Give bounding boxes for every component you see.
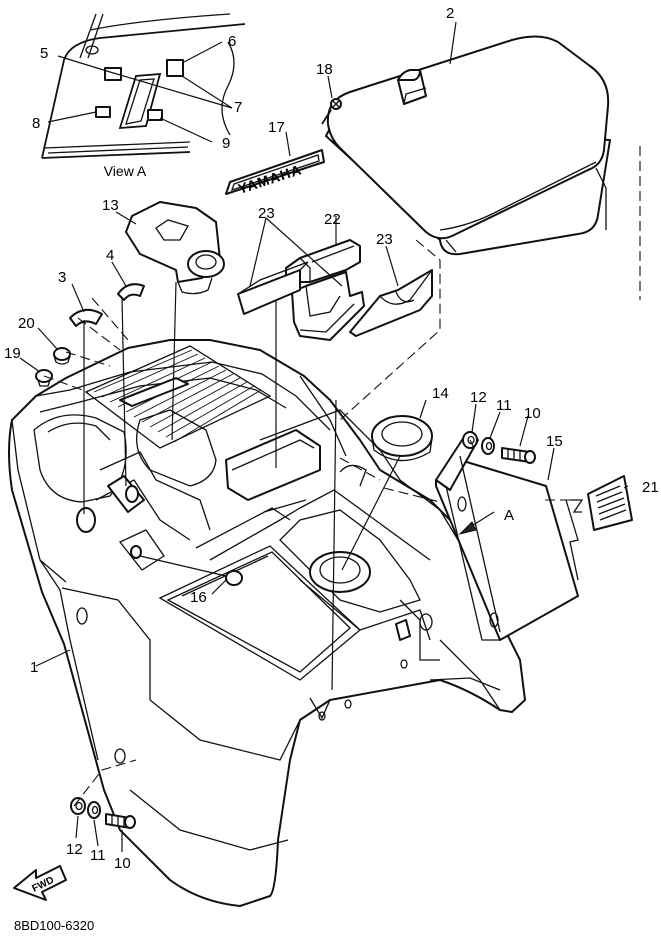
callout-12-right: 12 [470,389,487,406]
view-a-pad-6 [166,59,184,77]
view-a-pad-5 [104,67,122,81]
callout-4: 4 [106,247,114,264]
callout-10-right: 10 [524,405,541,422]
screw-part-18 [321,98,342,125]
callout-17: 17 [268,119,285,136]
part-code: 8BD100-6320 [14,918,94,933]
washer-part-11-left [87,801,101,819]
callout-14: 14 [432,385,449,402]
grommet-part-20 [53,347,71,365]
callout-18: 18 [316,61,333,78]
washer-part-11-right [481,437,495,455]
callout-9: 9 [222,135,230,152]
view-a-inset: View A [41,13,246,179]
callout-19: 19 [4,345,21,362]
clip-part-4 [117,283,145,301]
bolt-part-10-left [105,813,136,829]
callout-2: 2 [446,5,454,22]
cup-holder-part-13 [125,201,225,295]
callout-6: 6 [228,33,236,50]
label-part-21 [570,475,633,531]
callout-20: 20 [18,315,35,332]
callout-16: 16 [190,589,207,606]
leader-lines [19,21,629,852]
view-a-pad-8 [95,106,111,118]
emblem-yamaha-text: YAMAHA [236,161,304,197]
callout-23-left: 23 [258,205,275,222]
view-a-arrow: A [458,507,514,535]
bolt-part-10-right [501,447,536,464]
callout-3: 3 [58,269,66,286]
clip-part-3 [69,308,103,327]
fwd-arrow-icon: FWD [13,865,67,901]
callout-5: 5 [40,45,48,62]
callout-8: 8 [32,115,40,132]
callout-labels: 1 2 3 4 5 6 7 8 9 10 10 11 11 12 12 13 1… [4,5,659,872]
callout-13: 13 [102,197,119,214]
callout-11-left: 11 [90,847,106,864]
callout-22: 22 [324,211,341,228]
storage-body-part-1 [8,339,526,907]
callout-1: 1 [30,659,38,676]
pad-part-23-left [237,261,309,315]
washer-part-12-right [462,431,478,449]
callout-23-right: 23 [376,231,393,248]
callout-7: 7 [234,99,242,116]
pad-part-23-right [349,269,433,337]
holder-part-22 [285,239,365,341]
seat-lid-part-2 [325,35,641,300]
assembly-dash-lines [43,239,570,807]
cap-part-16 [225,570,243,586]
washer-part-12-left [70,797,86,815]
callout-10-left: 10 [114,855,131,872]
callout-15: 15 [546,433,563,450]
callout-12-left: 12 [66,841,83,858]
view-a-caption: View A [104,163,147,179]
callout-11-right: 11 [496,397,512,414]
view-a-marker: A [504,507,514,524]
view-a-pad-9 [147,109,163,121]
emblem-part-17: YAMAHA [225,149,325,197]
callout-21: 21 [642,479,659,496]
grommet-part-14 [371,415,433,462]
